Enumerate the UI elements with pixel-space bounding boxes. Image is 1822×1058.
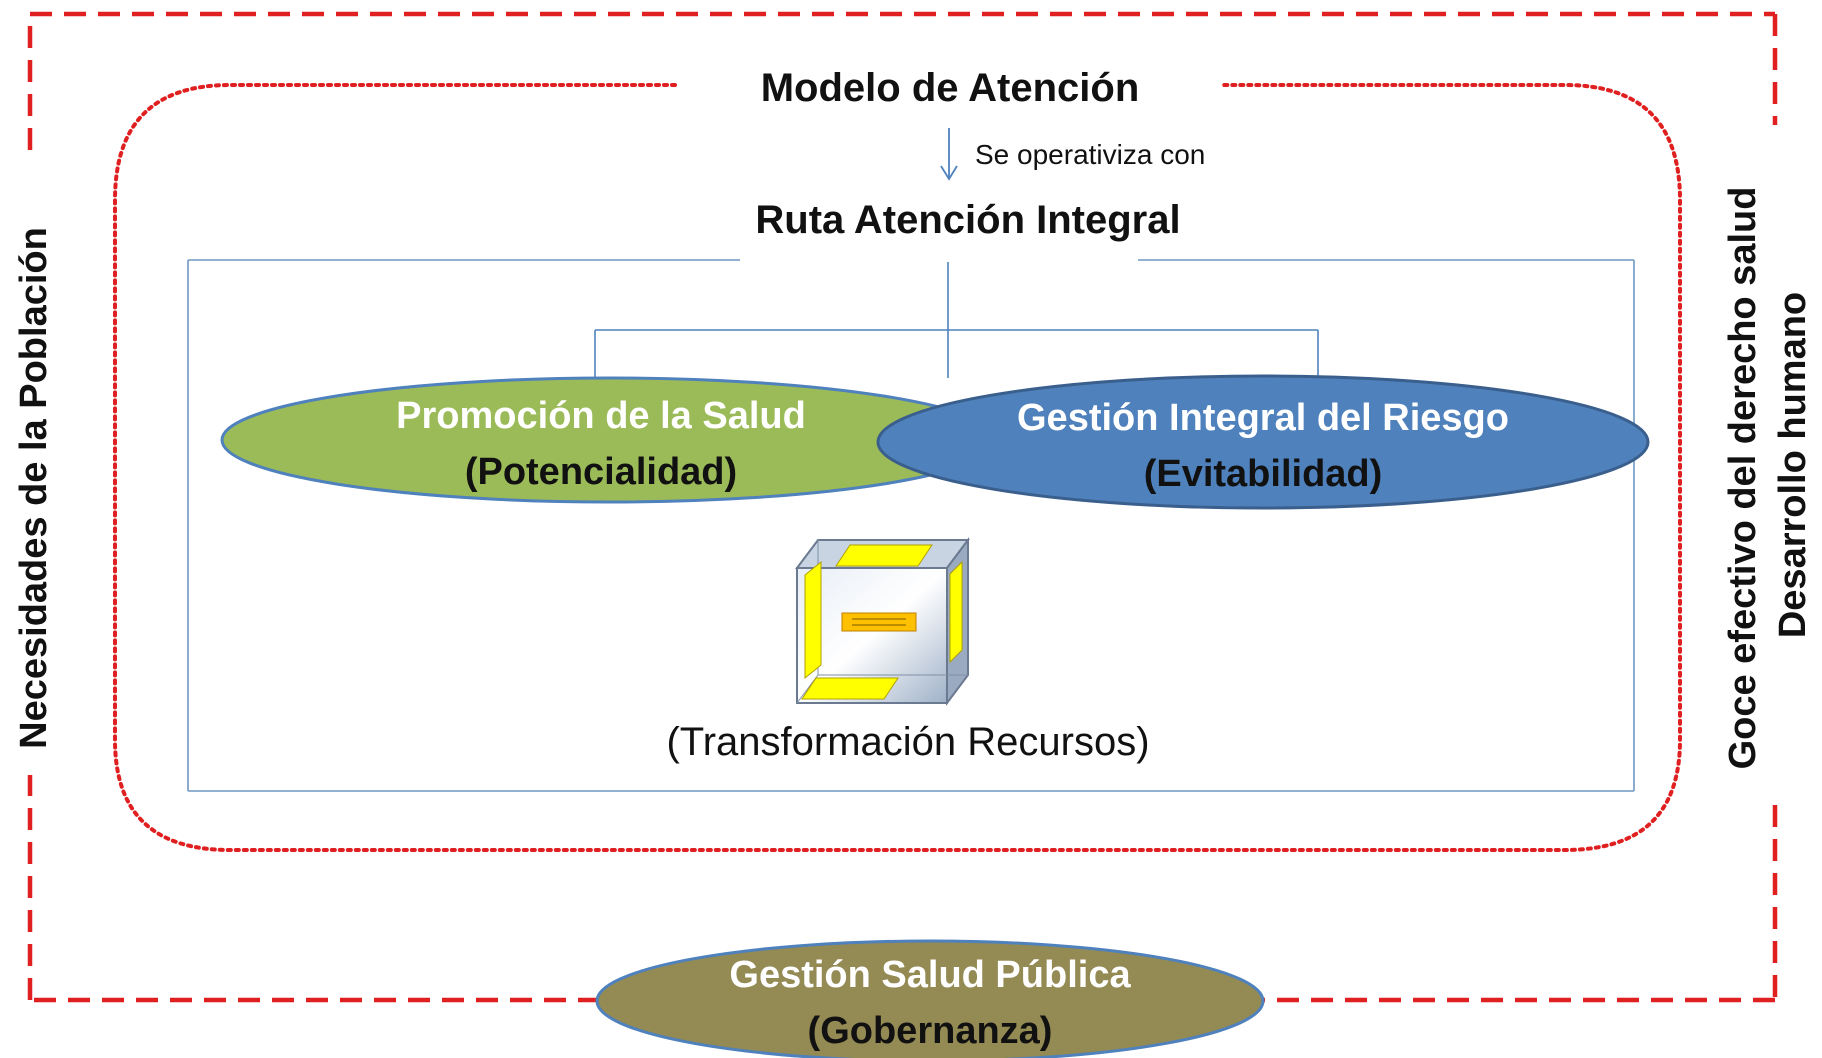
outer-dashed-frame — [27, 11, 1778, 1003]
route-title: Ruta Atención Integral — [755, 198, 1180, 242]
risk-subtitle: (Evitabilidad) — [1144, 453, 1383, 495]
route-box — [187, 259, 1635, 792]
public-health-title: Gestión Salud Pública — [729, 954, 1131, 996]
connector-tree — [594, 262, 1319, 380]
risk-title: Gestión Integral del Riesgo — [1017, 397, 1509, 439]
cube-label: (Transformación Recursos) — [666, 720, 1149, 764]
inner-dotted-frame — [113, 83, 1682, 852]
promotion-subtitle: (Potencialidad) — [465, 451, 737, 493]
risk-ellipse: Gestión Integral del Riesgo (Evitabilida… — [876, 374, 1650, 510]
promotion-ellipse: Promoción de la Salud (Potencialidad) — [220, 376, 1000, 504]
public-health-subtitle: (Gobernanza) — [808, 1010, 1053, 1052]
resources-cube-icon — [795, 537, 970, 706]
right-side-label-2: Desarrollo humano — [1772, 292, 1814, 638]
arrow-label: Se operativiza con — [975, 139, 1205, 170]
model-title: Modelo de Atención — [761, 66, 1140, 110]
down-arrow-icon — [940, 128, 958, 181]
public-health-ellipse: Gestión Salud Pública (Gobernanza) — [595, 939, 1265, 1058]
left-side-label: Necesidades de la Población — [13, 227, 55, 749]
promotion-title: Promoción de la Salud — [396, 395, 806, 437]
right-side-label-1: Goce efectivo del derecho salud — [1722, 187, 1764, 770]
